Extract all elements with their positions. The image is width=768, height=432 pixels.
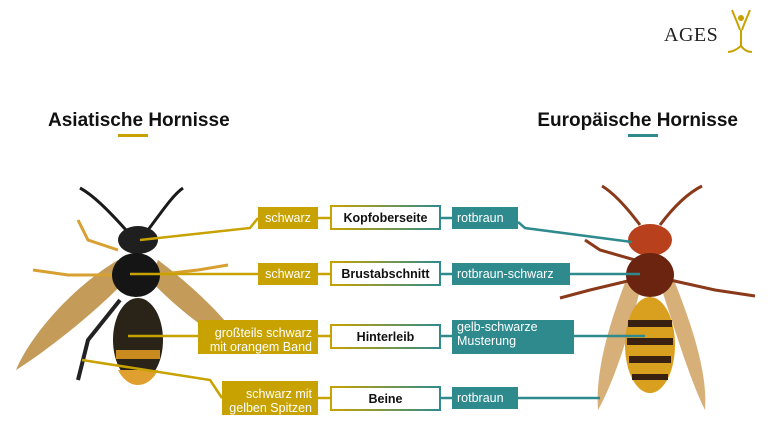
asian-thorax-color: schwarz	[258, 263, 318, 285]
asian-abdomen-color: großteils schwarz mit orangem Band	[198, 320, 318, 354]
european-heading-underline	[628, 134, 658, 137]
asian-head-color: schwarz	[258, 207, 318, 229]
feature-legs: Beine	[330, 386, 441, 411]
feature-head-top: Kopfoberseite	[330, 205, 441, 230]
european-abdomen-color: gelb-schwarze Musterung	[452, 320, 574, 354]
european-hornet-heading: Europäische Hornisse	[537, 110, 738, 131]
logo-figure-icon	[727, 9, 753, 53]
european-abdomen-line-1: gelb-schwarze	[457, 320, 538, 334]
logo-text: AGES	[664, 24, 719, 46]
asian-hornet-heading: Asiatische Hornisse	[48, 110, 230, 131]
european-legs-color: rotbraun	[452, 387, 518, 409]
asian-legs-line-2: gelben Spitzen	[229, 401, 312, 415]
european-abdomen-line-2: Musterung	[457, 334, 517, 348]
asian-abdomen-line-1: großteils schwarz	[214, 326, 312, 340]
ages-logo: AGES	[664, 6, 764, 56]
european-thorax-color: rotbraun-schwarz	[452, 263, 570, 285]
asian-legs-line-1: schwarz mit	[246, 387, 312, 401]
asian-abdomen-line-2: mit orangem Band	[209, 340, 312, 354]
asian-hornet-image	[16, 186, 244, 385]
feature-thorax: Brustabschnitt	[330, 261, 441, 286]
feature-abdomen: Hinterleib	[330, 324, 441, 349]
european-head-color: rotbraun	[452, 207, 518, 229]
asian-legs-color: schwarz mit gelben Spitzen	[222, 381, 318, 415]
european-hornet-image	[559, 184, 756, 410]
asian-heading-underline	[118, 134, 148, 137]
